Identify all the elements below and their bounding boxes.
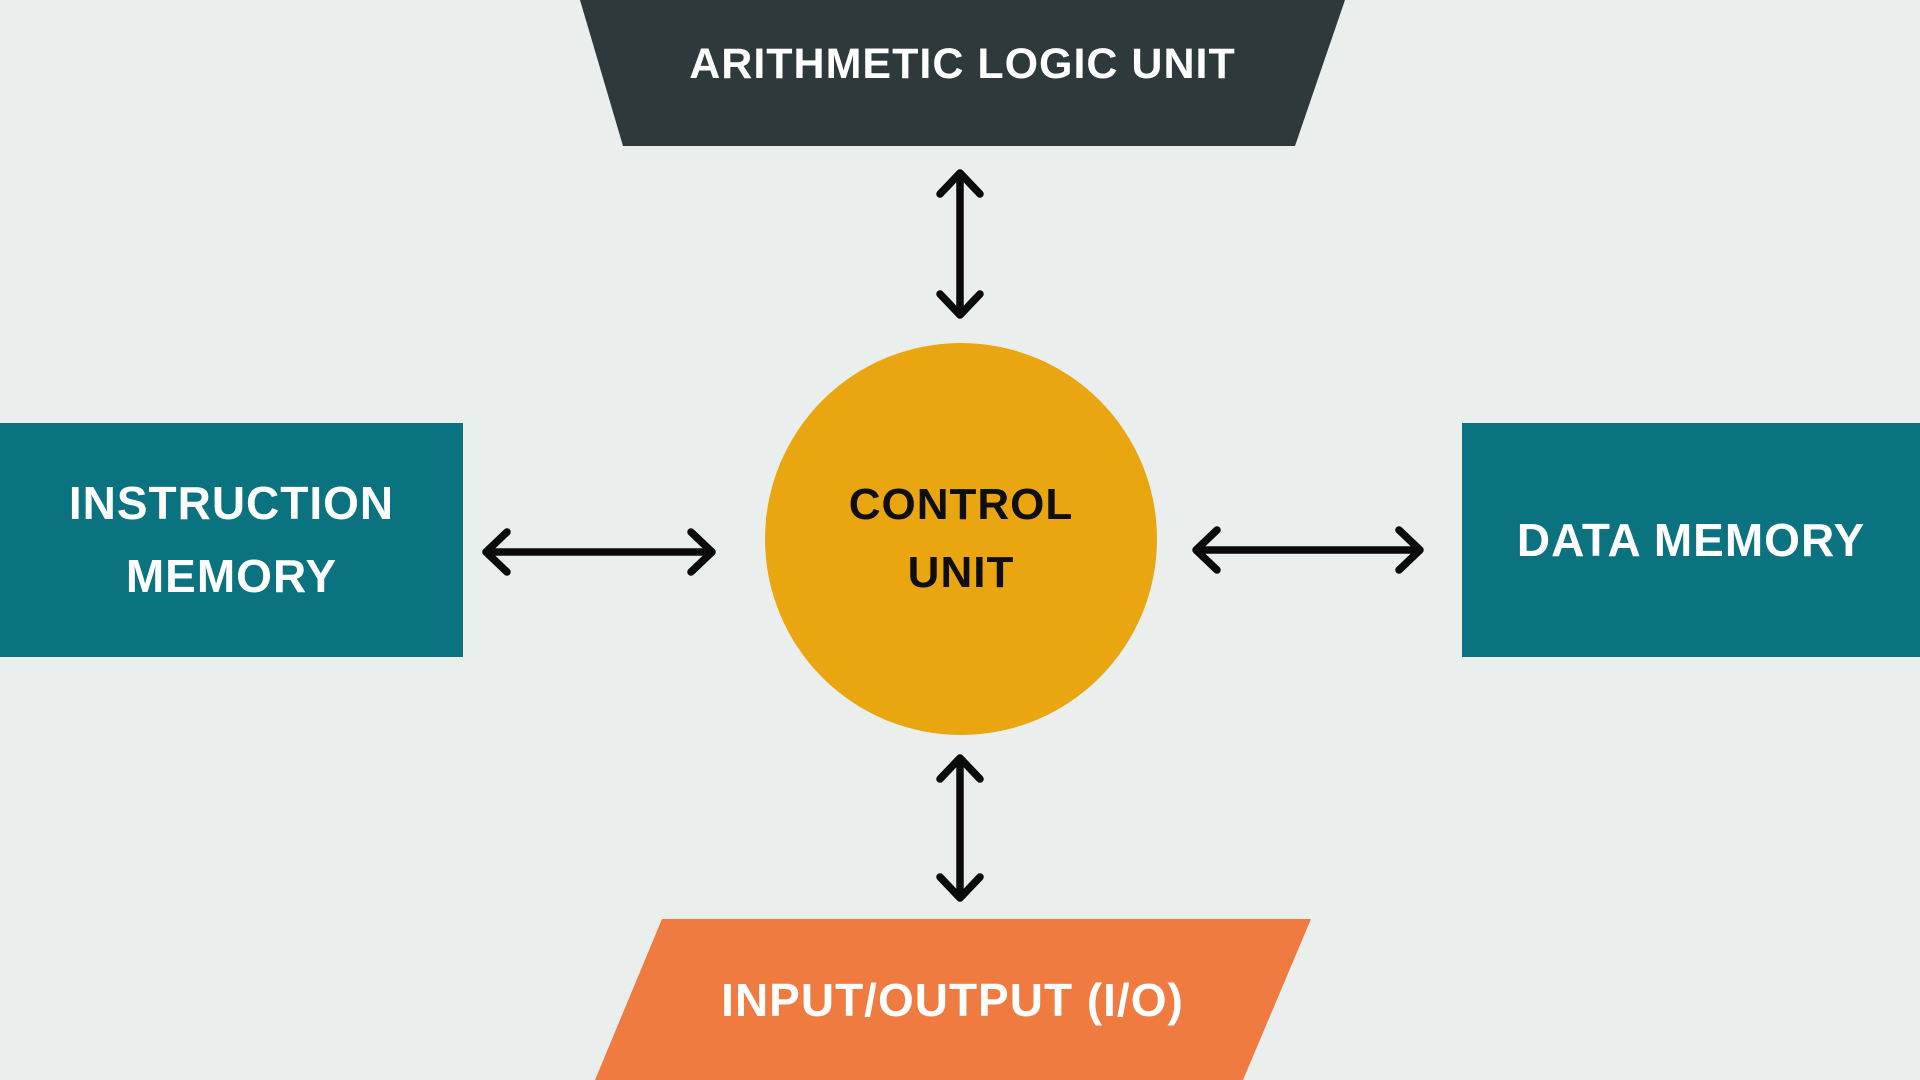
alu-node: ARITHMETIC LOGIC UNIT [580, 0, 1345, 146]
double-arrow-horizontal-right-icon [1188, 512, 1428, 588]
double-arrow-horizontal-left-icon [478, 514, 720, 590]
io-node: INPUT/OUTPUT (I/O) [595, 919, 1311, 1080]
alu-label: ARITHMETIC LOGIC UNIT [689, 39, 1236, 88]
double-arrow-vertical-top-icon [922, 166, 998, 322]
data-memory-node: DATA MEMORY [1462, 423, 1920, 657]
instruction-memory-node: INSTRUCTION MEMORY [0, 423, 463, 657]
control-unit-label-line1: CONTROL [848, 480, 1074, 529]
data-memory-label: DATA MEMORY [1516, 513, 1866, 566]
control-unit-node: CONTROL UNIT [765, 343, 1157, 735]
double-arrow-vertical-bottom-icon [922, 751, 998, 905]
control-unit-label-line2: UNIT [907, 548, 1015, 597]
instruction-memory-label-line2: MEMORY [125, 550, 338, 602]
io-label: INPUT/OUTPUT (I/O) [721, 973, 1184, 1026]
instruction-memory-label-line1: INSTRUCTION [68, 477, 395, 529]
